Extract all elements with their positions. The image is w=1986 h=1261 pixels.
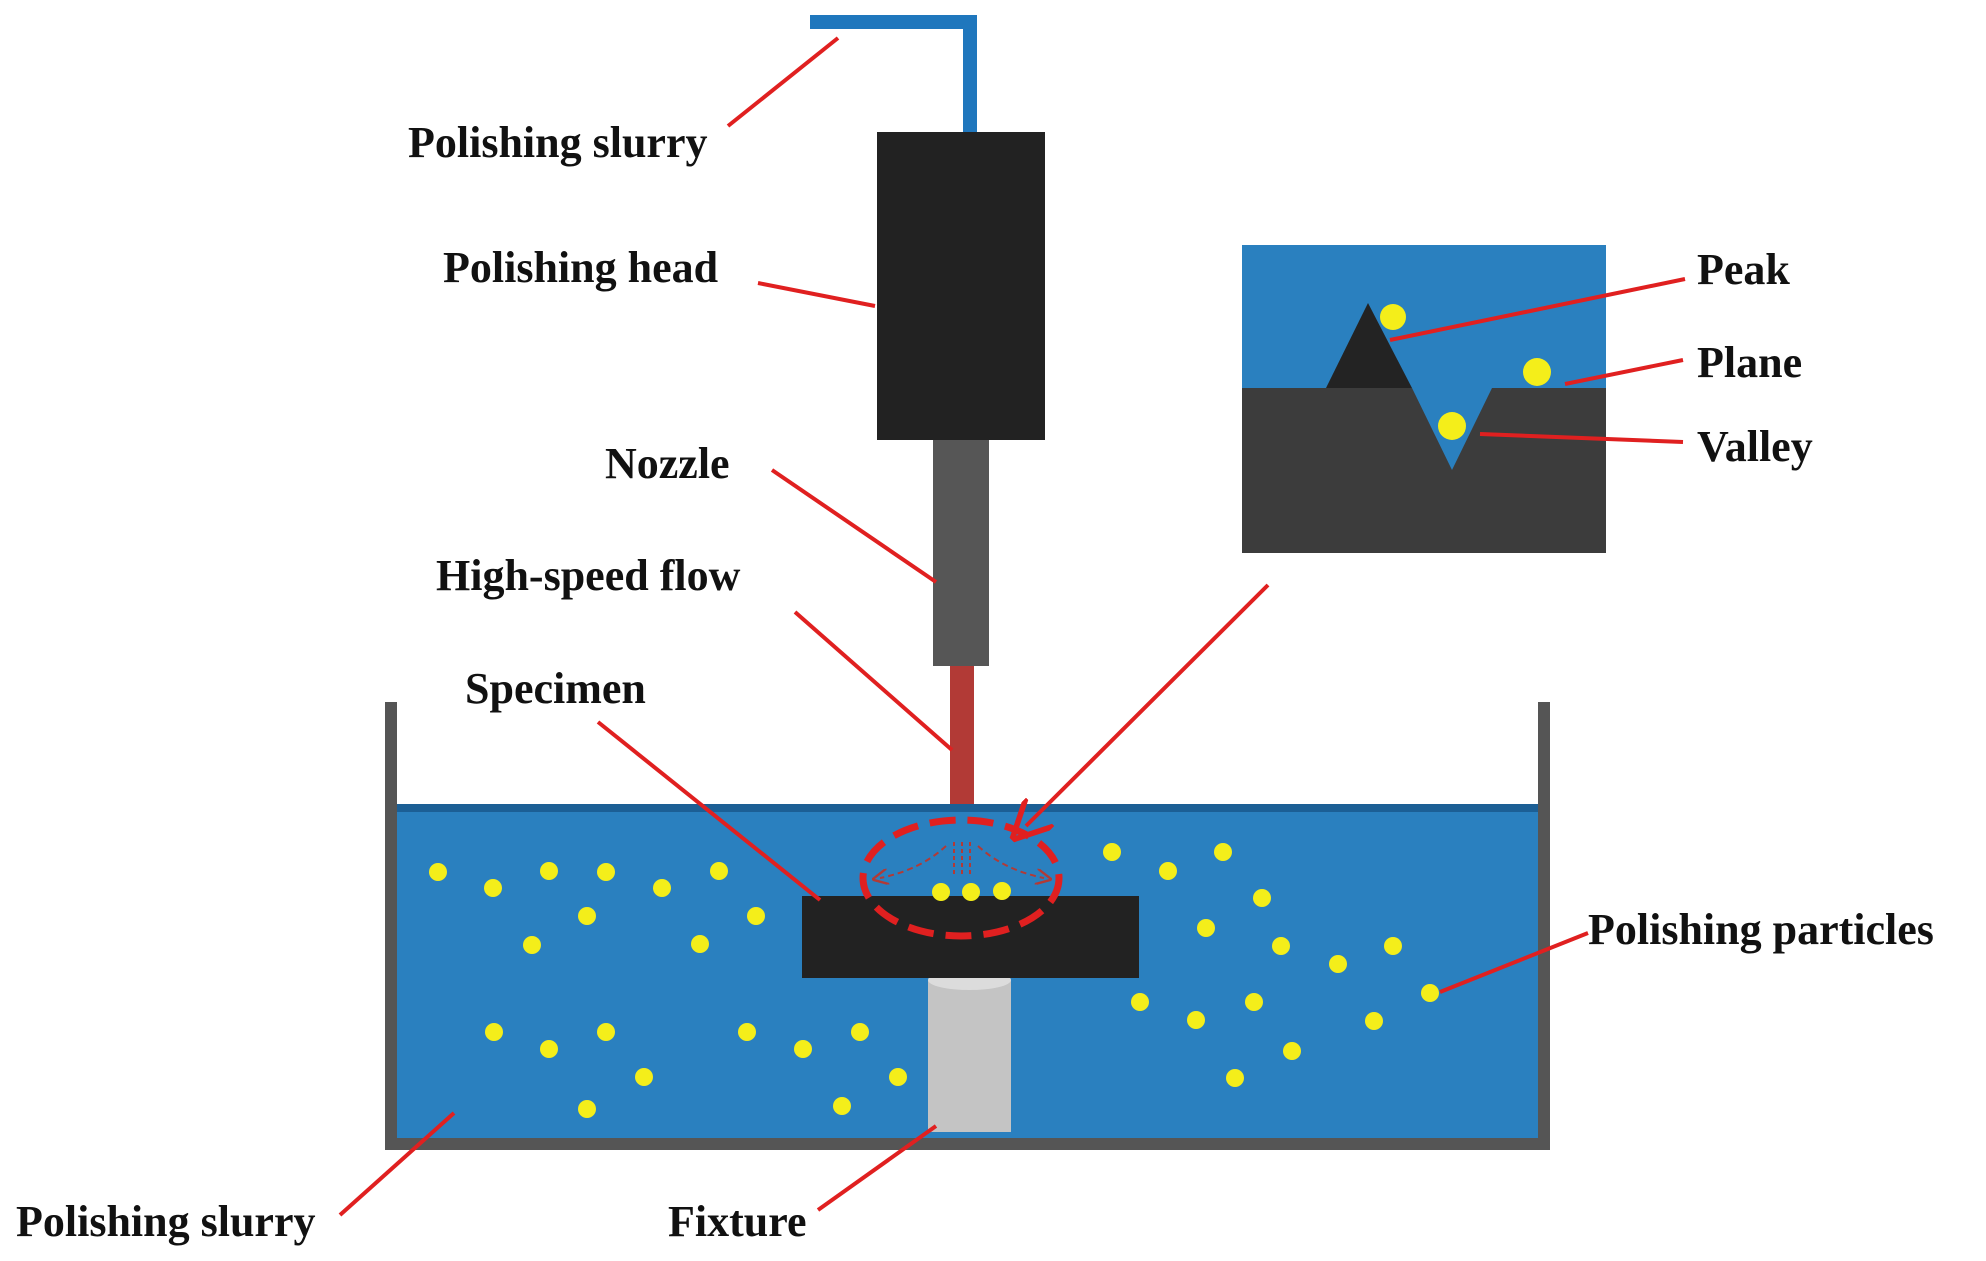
flow-spread-right-arrow [977, 845, 1044, 878]
leader-high-speed-flow [793, 610, 954, 752]
polishing-particle [1329, 955, 1347, 973]
polishing-particle [578, 1100, 596, 1118]
flow-streaks [953, 842, 971, 874]
flow-spread-left-arrow [880, 845, 947, 878]
leader-fixture [816, 1124, 938, 1212]
polishing-particle [653, 879, 671, 897]
polishing-particle [1384, 937, 1402, 955]
inset-surface [1242, 388, 1606, 553]
label-polishing-particles: Polishing particles [1588, 905, 1934, 954]
inset-particle-valley [1438, 412, 1466, 440]
polishing-particle [1272, 937, 1290, 955]
polishing-particle [523, 936, 541, 954]
label-polishing-slurry-top: Polishing slurry [408, 118, 708, 167]
polishing-particle [738, 1023, 756, 1041]
label-plane: Plane [1697, 338, 1802, 387]
polishing-particle [1103, 843, 1121, 861]
polishing-particle [484, 879, 502, 897]
polishing-particle [1421, 984, 1439, 1002]
leader-nozzle [770, 468, 938, 584]
polishing-particle [1253, 889, 1271, 907]
label-polishing-slurry-bottom: Polishing slurry [16, 1197, 316, 1246]
slurry-supply-pipe [810, 15, 977, 132]
polishing-particle [597, 1023, 615, 1041]
polishing-particle [691, 935, 709, 953]
label-fixture: Fixture [668, 1197, 807, 1246]
label-high-speed-flow: High-speed flow [436, 551, 741, 600]
label-valley: Valley [1697, 422, 1813, 471]
leader-slurry-top [726, 36, 840, 128]
label-peak: Peak [1697, 245, 1790, 294]
polishing-particle [833, 1097, 851, 1115]
label-polishing-head: Polishing head [443, 243, 718, 292]
polishing-particle [747, 907, 765, 925]
inset-peak [1326, 303, 1412, 388]
polishing-particle [1197, 919, 1215, 937]
leader-valley [1479, 432, 1684, 444]
leader-peak [1389, 277, 1686, 342]
polishing-head [877, 132, 1045, 440]
polishing-particle [932, 883, 950, 901]
polishing-particle [1131, 993, 1149, 1011]
polishing-particle [1226, 1069, 1244, 1087]
polishing-particle [1245, 993, 1263, 1011]
leader-polishing-particles [1439, 931, 1589, 994]
polishing-particle [1187, 1011, 1205, 1029]
polishing-particle [962, 883, 980, 901]
polishing-particle [1214, 843, 1232, 861]
polishing-particle [540, 1040, 558, 1058]
polishing-particle [1365, 1012, 1383, 1030]
label-nozzle: Nozzle [605, 439, 730, 488]
slurry-surface [391, 804, 1544, 812]
leader-plane [1564, 358, 1684, 386]
polishing-particle [993, 882, 1011, 900]
polishing-particle [540, 862, 558, 880]
polishing-particle [1159, 862, 1177, 880]
polishing-particle [889, 1068, 907, 1086]
polishing-particle [794, 1040, 812, 1058]
fixture [928, 980, 1011, 1132]
impact-zone-highlight [859, 816, 1063, 940]
surface-detail-inset [1242, 245, 1606, 553]
polishing-particle [635, 1068, 653, 1086]
nozzle [933, 440, 989, 666]
inset-callout-arrow [1026, 583, 1270, 826]
polishing-particle [710, 862, 728, 880]
polishing-particle [485, 1023, 503, 1041]
polishing-particle [578, 907, 596, 925]
leader-polishing-head [757, 281, 876, 308]
inset-particle-peak [1380, 304, 1406, 330]
leader-slurry-bottom [338, 1111, 456, 1217]
label-specimen: Specimen [465, 664, 646, 713]
polishing-particles-group [429, 843, 1439, 1118]
polishing-particle [597, 863, 615, 881]
tank [385, 702, 1550, 1150]
polishing-particle [851, 1023, 869, 1041]
inset-particle-plane [1523, 358, 1551, 386]
polishing-particle [429, 863, 447, 881]
polishing-particle [1283, 1042, 1301, 1060]
leader-specimen [596, 720, 822, 902]
leader-lines [338, 36, 1686, 1217]
